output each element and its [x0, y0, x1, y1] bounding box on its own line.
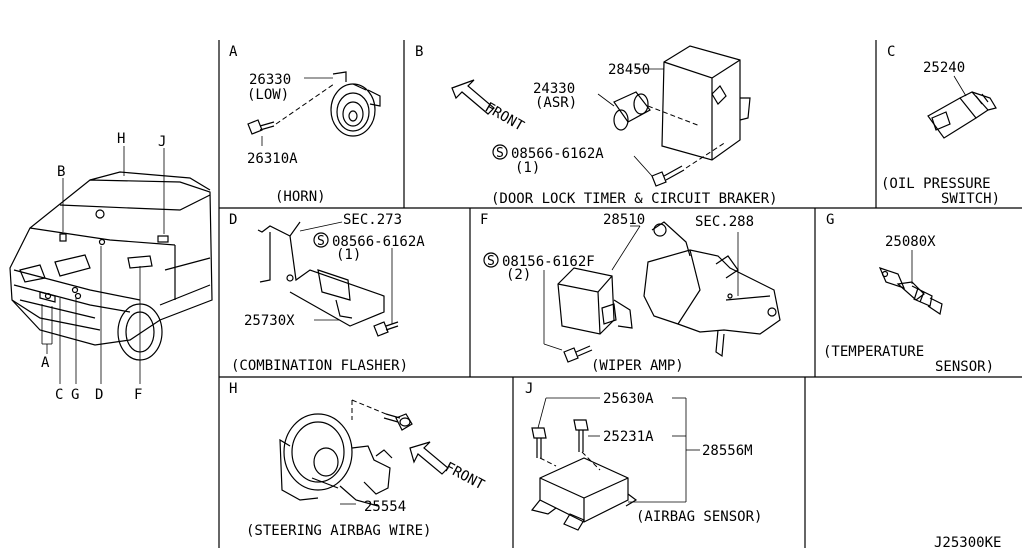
panel-f-letter: F	[480, 212, 488, 228]
part-25630a: 25630A	[603, 391, 654, 407]
panel-g-caption-2: SENSOR)	[935, 359, 994, 375]
part-08566-6162a-d-qty: (1)	[336, 247, 361, 263]
panel-j-caption: (AIRBAG SENSOR)	[636, 509, 762, 525]
panel-j-letter: J	[525, 381, 533, 397]
overview-label-h: H	[117, 131, 125, 147]
drawing-code: J25300KE	[934, 535, 1001, 551]
overview-label-d: D	[95, 387, 103, 403]
front-label-b: FRONT	[482, 100, 527, 135]
front-arrow-h	[409, 441, 449, 475]
panel-c: C 25240 (OIL PRESSURE SWITCH)	[881, 44, 1000, 207]
panel-a-letter: A	[229, 44, 238, 60]
part-26310a: 26310A	[247, 151, 298, 167]
part-25240: 25240	[923, 60, 965, 76]
panel-grid	[218, 40, 1022, 548]
panel-a: A 26330 (LOW) 26310A (HORN)	[229, 44, 381, 205]
panel-h: H FRONT 25554 (STEERING AIRBAG WIRE)	[229, 381, 487, 539]
sec-288: SEC.288	[695, 214, 754, 230]
airbag-bolt-1	[531, 427, 547, 458]
horn-drawing	[330, 71, 381, 137]
panel-b: B FRONT 28450 24330	[415, 44, 778, 207]
part-24330: 24330	[533, 81, 575, 97]
panel-f: F	[480, 212, 781, 374]
timer-drawing	[661, 45, 751, 161]
clock-spring-drawing	[279, 413, 393, 507]
panel-j: J 25630A	[525, 381, 762, 531]
panel-g-letter: G	[826, 212, 834, 228]
part-25730x: 25730X	[244, 313, 295, 329]
temp-sensor-drawing	[878, 267, 943, 315]
screw-symbol-b	[492, 144, 508, 160]
part-25231a: 25231A	[603, 429, 654, 445]
part-08566-6162a-d: 08566-6162A	[332, 234, 425, 250]
horn-bolt-drawing	[247, 119, 275, 135]
front-label-h: FRONT	[442, 459, 487, 493]
vehicle-overview: B H J A C G D F	[9, 131, 213, 403]
part-08156-6162f: 08156-6162F	[502, 254, 595, 270]
panel-c-caption-2: SWITCH)	[941, 191, 1000, 207]
panel-a-caption: (HORN)	[275, 189, 326, 205]
sec-273: SEC.273	[343, 212, 402, 228]
overview-label-j: J	[158, 134, 166, 150]
part-08566-6162a-b-qty: (1)	[515, 160, 540, 176]
timer-screw-drawing	[651, 165, 685, 187]
panel-h-letter: H	[229, 381, 237, 397]
part-08156-6162f-qty: (2)	[506, 267, 531, 283]
panel-f-caption: (WIPER AMP)	[591, 358, 684, 374]
part-25554: 25554	[364, 499, 406, 515]
asr-relay-drawing	[613, 91, 651, 131]
wiper-amp-drawing	[557, 267, 633, 335]
panel-d-caption: (COMBINATION FLASHER)	[231, 358, 408, 374]
oil-switch-drawing	[927, 91, 997, 139]
overview-label-g: G	[71, 387, 79, 403]
panel-g-caption-1: (TEMPERATURE	[823, 344, 924, 360]
panel-d-letter: D	[229, 212, 237, 228]
front-arrow-b	[451, 79, 495, 115]
wiper-motor-drawing	[643, 221, 781, 358]
panel-b-caption: (DOOR LOCK TIMER & CIRCUIT BRAKER)	[491, 191, 778, 207]
panel-b-letter: B	[415, 44, 423, 60]
screw-symbol-d	[313, 232, 329, 248]
overview-label-b: B	[57, 164, 65, 180]
airbag-sensor-drawing	[530, 457, 638, 531]
flasher-bracket-drawing	[257, 221, 385, 327]
overview-leaders	[41, 146, 165, 384]
part-26330-sub: (LOW)	[247, 87, 289, 103]
wiper-screw-drawing	[563, 345, 593, 363]
panel-c-letter: C	[887, 44, 895, 60]
vehicle-drawing	[9, 171, 213, 361]
overview-label-a: A	[41, 355, 50, 371]
overview-label-c: C	[55, 387, 63, 403]
part-24330-sub: (ASR)	[535, 95, 577, 111]
flasher-screw-drawing	[373, 321, 399, 337]
overview-label-f: F	[134, 387, 142, 403]
part-25080x: 25080X	[885, 234, 936, 250]
part-08566-6162a-b: 08566-6162A	[511, 146, 604, 162]
steering-bolt-drawing	[383, 413, 413, 431]
panel-g: G 25080X (TEMPERATURE SENSOR)	[823, 212, 994, 375]
panel-h-caption: (STEERING AIRBAG WIRE)	[246, 523, 431, 539]
panel-d: D SEC.273 S 08566-6162A (1) 25730X (COMB…	[229, 212, 425, 374]
part-28450: 28450	[608, 62, 650, 78]
screw-symbol-f-letter: S	[487, 254, 495, 269]
panel-c-caption-1: (OIL PRESSURE	[881, 176, 991, 192]
airbag-bolt-2	[573, 419, 589, 452]
part-28556m: 28556M	[702, 443, 753, 459]
part-28510: 28510	[603, 212, 645, 228]
part-26330: 26330	[249, 72, 291, 88]
screw-symbol-b-letter: S	[496, 146, 504, 161]
screw-symbol-f	[483, 252, 499, 268]
screw-symbol-d-letter: S	[317, 234, 325, 249]
